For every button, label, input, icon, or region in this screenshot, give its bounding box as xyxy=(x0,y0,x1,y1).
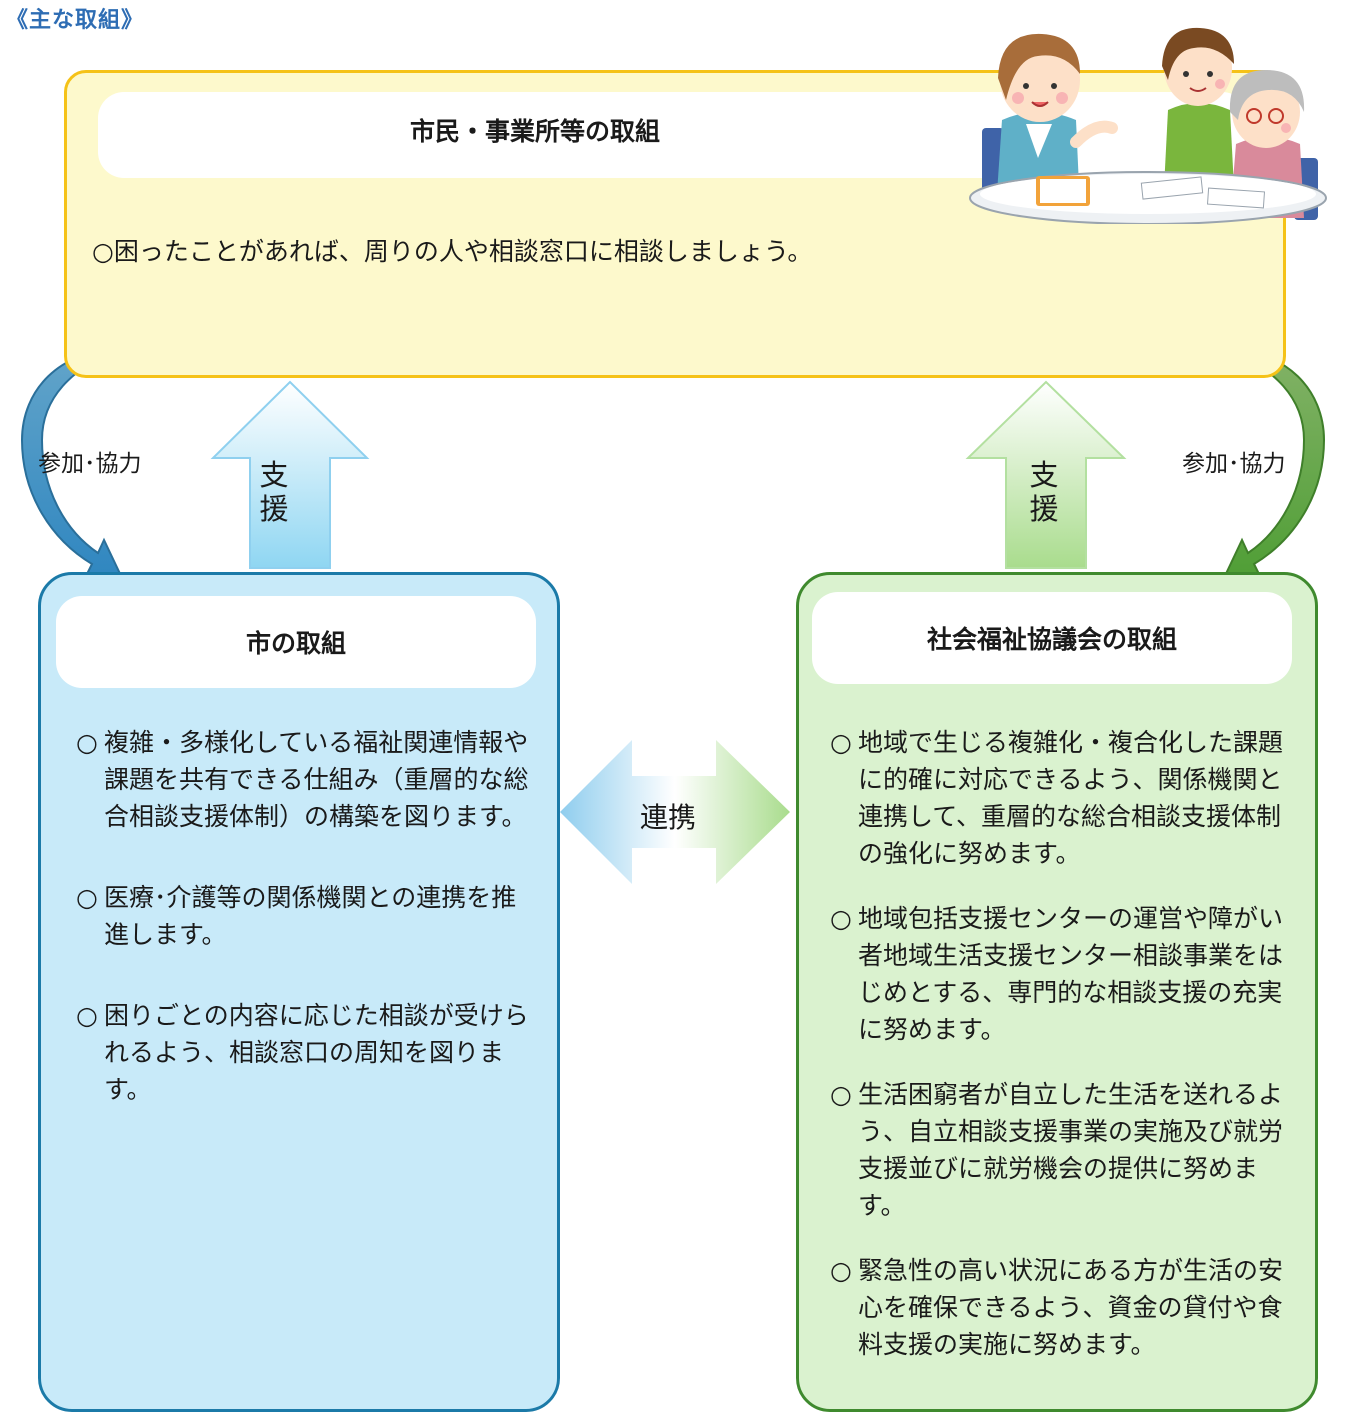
support-label-right: 支援 xyxy=(1029,458,1059,526)
council-box xyxy=(796,572,1318,1412)
council-item-text: 地域包括支援センターの運営や障がい者地域生活支援センター相談事業をはじめとする、… xyxy=(858,904,1284,1044)
city-item-text: 複雑・多様化している福祉関連情報や課題を共有できる仕組み（重層的な総合相談支援体… xyxy=(104,728,529,831)
support-arrow-right xyxy=(965,380,1127,569)
council-item-text: 生活困窮者が自立した生活を送れるよう、自立相談支援事業の実施及び就労支援並びに就… xyxy=(858,1080,1284,1220)
council-title-band xyxy=(812,592,1292,684)
city-item: ○ 医療･介護等の関係機関との連携を推進します。 xyxy=(76,879,540,953)
consultation-people-illustration xyxy=(969,27,1327,224)
city-title: 市の取組 xyxy=(245,629,346,658)
council-item-text: 地域で生じる複雑化・複合化した課題に的確に対応できるよう、関係機関と連携して、重… xyxy=(858,728,1284,868)
city-item-text: 困りごとの内容に応じた相談が受けられるよう、相談窓口の周知を図ります。 xyxy=(104,1001,529,1104)
circle-bullet: ○ xyxy=(830,1080,852,1109)
circle-bullet: ○ xyxy=(76,1001,98,1030)
citizen-title: 市民・事業所等の取組 xyxy=(409,117,660,146)
circle-bullet: ○ xyxy=(830,728,852,757)
citizen-item: ○困ったことがあれば、周りの人や相談窓口に相談しましょう。 xyxy=(92,237,813,266)
council-item-text: 緊急性の高い状況にある方が生活の安心を確保できるよう、資金の貸付や食料支援の実施… xyxy=(858,1256,1284,1359)
city-box xyxy=(38,572,560,1412)
circle-bullet: ○ xyxy=(76,728,98,757)
cooperation-label: 連携 xyxy=(640,801,697,834)
council-item: ○ 地域包括支援センターの運営や障がい者地域生活支援センター相談事業をはじめとす… xyxy=(830,900,1292,1048)
support-arrow-left xyxy=(210,380,370,569)
council-item-list: ○ 地域で生じる複雑化・複合化した課題に的確に対応できるよう、関係機関と連携して… xyxy=(830,724,1292,1391)
council-title: 社会福祉協議会の取組 xyxy=(926,625,1177,654)
circle-bullet: ○ xyxy=(830,1256,852,1285)
council-item: ○ 地域で生じる複雑化・複合化した課題に的確に対応できるよう、関係機関と連携して… xyxy=(830,724,1292,872)
council-item: ○ 緊急性の高い状況にある方が生活の安心を確保できるよう、資金の貸付や食料支援の… xyxy=(830,1252,1292,1363)
city-item: ○ 複雑・多様化している福祉関連情報や課題を共有できる仕組み（重層的な総合相談支… xyxy=(76,724,540,835)
city-item: ○ 困りごとの内容に応じた相談が受けられるよう、相談窓口の周知を図ります。 xyxy=(76,997,540,1108)
council-item: ○ 生活困窮者が自立した生活を送れるよう、自立相談支援事業の実施及び就労支援並び… xyxy=(830,1076,1292,1224)
diagram-heading: 《主な取組》 xyxy=(6,8,145,33)
cooperation-arrow xyxy=(560,740,790,884)
city-item-text: 医療･介護等の関係機関との連携を推進します。 xyxy=(104,883,517,949)
participation-label-right: 参加･協力 xyxy=(1182,451,1286,477)
support-label-left: 支援 xyxy=(259,458,289,526)
city-title-band xyxy=(56,596,536,688)
participation-label-left: 参加･協力 xyxy=(38,451,142,477)
circle-bullet: ○ xyxy=(830,904,852,933)
city-item-list: ○ 複雑・多様化している福祉関連情報や課題を共有できる仕組み（重層的な総合相談支… xyxy=(76,724,540,1152)
circle-bullet: ○ xyxy=(76,883,98,912)
